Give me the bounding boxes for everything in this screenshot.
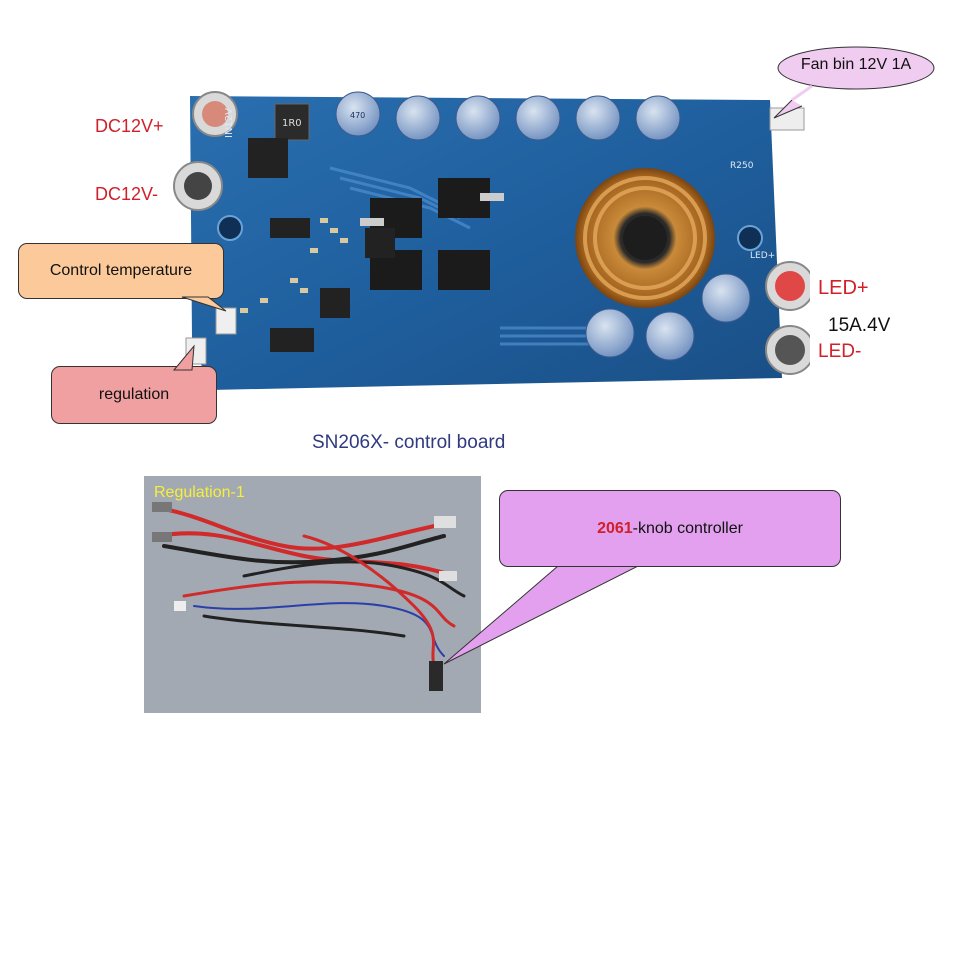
- led-minus-label: LED-: [818, 341, 862, 362]
- temperature-callout-pointer: [181, 296, 227, 312]
- led-plus-label: LED+: [818, 277, 869, 299]
- board-silk-inductor: 1R0: [282, 118, 302, 129]
- regulation-callout-pointer: [172, 344, 195, 371]
- board-silk-cap: 470: [350, 111, 365, 120]
- dc-minus-label: DC12V-: [95, 184, 159, 204]
- regulation-callout-text: regulation: [98, 386, 170, 403]
- board-silk-resistor: R250: [730, 161, 754, 171]
- knob-callout: 2061-knob controller: [499, 490, 841, 567]
- board-silk-input: IN12V: [224, 108, 235, 138]
- fan-callout: Fan bin 12V 1A: [772, 44, 936, 120]
- board-caption: SN206X- control board: [312, 432, 506, 453]
- temperature-callout: Control temperature: [18, 243, 224, 299]
- fan-callout-text: Fan bin 12V 1A: [800, 56, 912, 73]
- knob-callout-text: 2061-knob controller: [597, 520, 743, 538]
- control-board-photo: IN12V 1R0 470: [170, 78, 810, 398]
- knob-callout-highlight: 2061: [597, 519, 633, 537]
- knob-callout-pointer: [443, 565, 639, 665]
- harness-photo-label: Regulation-1: [154, 484, 245, 501]
- wire-harness-photo: Regulation-1: [144, 476, 481, 713]
- regulation-callout: regulation: [51, 366, 217, 424]
- rating-label: 15A.4V: [828, 315, 891, 336]
- knob-callout-suffix: -knob controller: [632, 519, 743, 537]
- temperature-callout-text: Control temperature: [49, 262, 193, 279]
- board-silk-led: LED+: [750, 251, 775, 261]
- dc-plus-label: DC12V+: [95, 116, 164, 136]
